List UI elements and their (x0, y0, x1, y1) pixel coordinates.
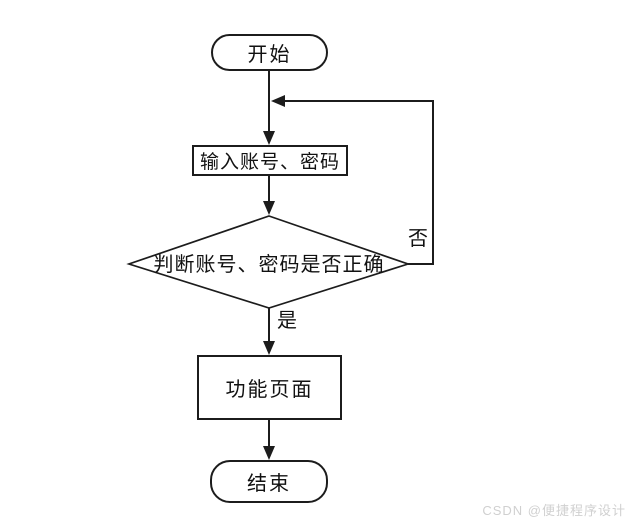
end-node: 结束 (210, 460, 328, 503)
function-page-node-label: 功能页面 (225, 379, 314, 401)
arrowhead-into-decision (263, 201, 275, 215)
edge-label-no: 否 (408, 228, 428, 250)
arrowhead-into-end (263, 446, 275, 460)
start-node-label: 开始 (247, 44, 292, 66)
input-account-password-node: 输入账号、密码 (192, 145, 348, 176)
end-node-label: 结束 (247, 473, 291, 495)
decision-node: 判断账号、密码是否正确 (129, 216, 409, 308)
arrowhead-into-input (263, 131, 275, 145)
edge-no-feedback-loop (285, 100, 434, 265)
csdn-watermark: CSDN @便捷程序设计 (482, 503, 626, 518)
decision-node-label: 判断账号、密码是否正确 (153, 253, 385, 276)
arrowhead-into-function (263, 341, 275, 355)
edge-label-yes: 是 (277, 310, 297, 332)
function-page-node: 功能页面 (197, 355, 342, 420)
arrowhead-feedback-left (271, 95, 285, 107)
input-node-label: 输入账号、密码 (199, 152, 340, 173)
start-node: 开始 (211, 34, 328, 71)
